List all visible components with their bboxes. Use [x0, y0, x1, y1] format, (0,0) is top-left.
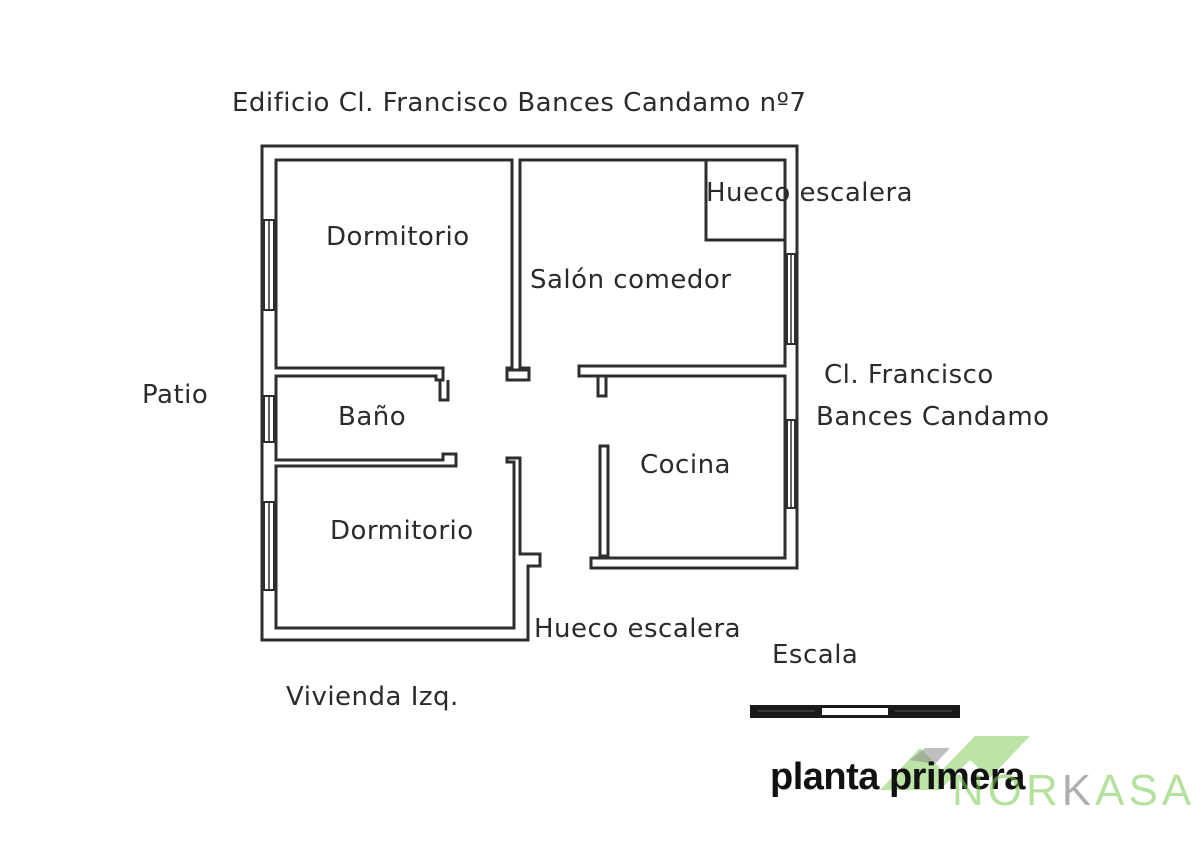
stair-void-top — [704, 160, 785, 242]
room-cocina: Cocina — [640, 450, 731, 480]
kitchen-wall — [598, 444, 610, 558]
watermark-brand: NORKASA — [952, 766, 1195, 816]
stair-void-bottom-label: Hueco escalera — [534, 614, 742, 644]
watermark-part1: NOR — [952, 766, 1062, 815]
patio-label: Patio — [142, 380, 209, 410]
scale-label: Escala — [772, 640, 859, 670]
room-dormitorio-bottom: Dormitorio — [330, 516, 474, 546]
room-bano: Baño — [338, 402, 407, 432]
bath-door-stub — [438, 380, 450, 402]
norkasa-logo-icon — [880, 736, 1030, 790]
outer-wall — [260, 144, 799, 642]
street-label-line1: Cl. Francisco — [824, 360, 994, 390]
room-dormitorio-top: Dormitorio — [326, 222, 470, 252]
unit-label: Vivienda Izq. — [286, 682, 459, 712]
watermark-part3: ASA — [1095, 766, 1196, 815]
room-salon-comedor: Salón comedor — [530, 265, 732, 295]
scale-bar — [750, 705, 960, 718]
watermark-part2: K — [1061, 766, 1096, 815]
kitchen-door-stub — [596, 376, 608, 398]
stair-void-top-label: Hueco escalera — [706, 178, 914, 208]
floor-label: planta primera — [770, 756, 1025, 798]
building-title: Edificio Cl. Francisco Bances Candamo nº… — [232, 88, 807, 118]
street-label-line2: Bances Candamo — [816, 402, 1050, 432]
